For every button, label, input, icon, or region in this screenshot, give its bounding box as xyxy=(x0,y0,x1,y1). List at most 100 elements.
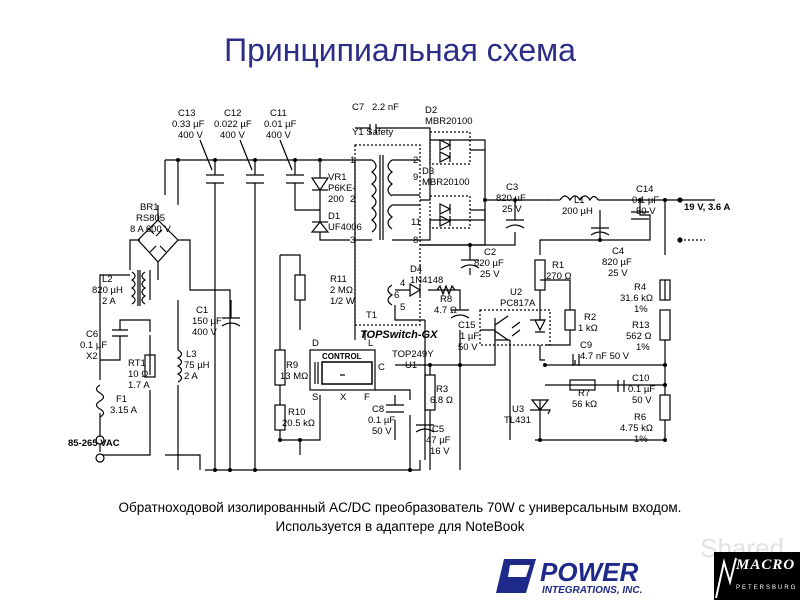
t1-pin-label: 4 xyxy=(400,278,405,289)
power-logo-word: POWER xyxy=(540,557,638,587)
label-u1-value: TOP249Y xyxy=(392,349,434,360)
thermistor-rt1 xyxy=(144,354,156,378)
label-c8-rating: 50 V xyxy=(372,426,392,437)
label-c4-rating: 25 V xyxy=(608,268,628,279)
label-c14-value: 0.1 µF xyxy=(632,195,659,206)
label-c12-rating: 400 V xyxy=(220,130,245,141)
label-c10-ref: C10 xyxy=(632,373,649,384)
capacitors-c14-c4 xyxy=(590,211,649,236)
label-r13-value: 562 Ω xyxy=(626,331,652,342)
label-c10-rating: 50 V xyxy=(632,395,652,406)
label-u3-ref: U3 xyxy=(512,404,524,415)
label-c7-value: 2.2 nF xyxy=(372,102,399,113)
label-c4-value: 820 µF xyxy=(602,257,632,268)
label-vr1-value2: 200 xyxy=(328,194,344,205)
label-c2-value: 820 µF xyxy=(474,258,504,269)
transformer-t1 xyxy=(354,144,421,326)
pin-d: D xyxy=(312,338,319,349)
power-logo-sub: INTEGRATIONS, INC. xyxy=(542,585,642,596)
label-r7-ref: R7 xyxy=(578,388,590,399)
junction-dots xyxy=(176,158,667,472)
resistor-r2 xyxy=(564,309,576,331)
capacitor-c9 xyxy=(572,354,580,366)
label-c11-rating: 400 V xyxy=(266,130,291,141)
label-rt1-rating: 1.7 A xyxy=(128,380,150,391)
pin-x: X xyxy=(340,392,347,403)
label-c5-value: 47 µF xyxy=(426,435,451,446)
label-d1-ref: D1 xyxy=(328,211,340,222)
optocoupler-u2 xyxy=(479,309,551,346)
t1-pin-label: 1 xyxy=(350,155,355,166)
label-c2-ref: C2 xyxy=(484,247,496,258)
resistor-r1 xyxy=(534,259,546,291)
label-r8-value: 4.7 Ω xyxy=(434,305,457,316)
diodes-d2-d3 xyxy=(429,131,471,229)
resistor-r7 xyxy=(569,379,596,391)
label-r4-ref: R4 xyxy=(634,282,646,293)
fuse-f1 xyxy=(95,384,105,418)
label-c12-value: 0.022 µF xyxy=(214,119,252,130)
label-l2-ref: L2 xyxy=(102,274,113,285)
label-c14-ref: C14 xyxy=(636,184,653,195)
label-c9-ref: C9 xyxy=(580,340,592,351)
label-r2-ref: R2 xyxy=(584,312,596,323)
label-c5-rating: 16 V xyxy=(430,446,450,457)
resistor-r10 xyxy=(274,404,286,431)
label-d4-ref: D4 xyxy=(410,264,422,275)
aux-rectifier xyxy=(409,282,470,319)
t1-pin-label: 9 xyxy=(413,172,418,183)
label-r2-value: 1 kΩ xyxy=(578,323,598,334)
label-r9-value: 13 MΩ xyxy=(280,371,308,382)
capacitors-c2-c3 xyxy=(460,219,525,275)
inductor-l2 xyxy=(130,270,147,306)
capacitors-c13-c12-c11 xyxy=(199,139,304,184)
resistor-r13 xyxy=(659,309,671,341)
label-d3-ref: D3 xyxy=(422,166,434,177)
t1-pin-label: 2 xyxy=(350,194,355,205)
label-input: 85-265 VAC xyxy=(68,438,120,449)
label-u3-value: TL431 xyxy=(504,415,531,426)
t1-pin-label: 8 xyxy=(413,235,418,246)
pin-s: S xyxy=(312,392,318,403)
label-t1-ref: T1 xyxy=(366,310,377,321)
input-terminal-2 xyxy=(95,453,105,463)
label-c6-ref: C6 xyxy=(86,329,98,340)
label-topswitch: TOPSwitch-GX xyxy=(360,329,438,341)
label-vr1-ref: VR1 xyxy=(328,172,346,183)
macro-logo-word: MACRO xyxy=(736,557,796,573)
label-r11-rating: 1/2 W xyxy=(330,296,355,307)
label-r6-ref: R6 xyxy=(634,412,646,423)
label-d2-ref: D2 xyxy=(425,105,437,116)
label-d1-value: UF4006 xyxy=(328,222,362,233)
label-c4-ref: C4 xyxy=(612,246,624,257)
label-r4-rating: 1% xyxy=(634,304,648,315)
label-c3-value: 820 µF xyxy=(496,193,526,204)
label-l3-value: 75 µH xyxy=(184,360,210,371)
label-c15-rating: 50 V xyxy=(458,342,478,353)
label-c9-value: 4.7 nF 50 V xyxy=(580,351,630,362)
label-r1-ref: R1 xyxy=(552,260,564,271)
label-c7-note: Y1 Safety xyxy=(352,127,393,138)
resistor-r6 xyxy=(659,394,671,421)
capacitor-c10 xyxy=(617,380,625,392)
label-c15-ref: C15 xyxy=(458,320,475,331)
label-c5-ref: C5 xyxy=(432,424,444,435)
t1-pin-label: 5 xyxy=(400,302,405,313)
label-r4-value: 31.6 kΩ xyxy=(620,293,653,304)
label-r6-rating: 1% xyxy=(634,434,648,445)
label-c11-ref: C11 xyxy=(270,108,287,119)
label-control: CONTROL xyxy=(322,352,362,361)
caption: Обратноходовой изолированный AC/DC преоб… xyxy=(0,498,800,536)
resistor-r11 xyxy=(294,274,306,301)
label-c8-ref: C8 xyxy=(372,404,384,415)
label-r8-ref: R8 xyxy=(440,294,452,305)
label-br1-rating: 8 A 600 V xyxy=(130,224,171,235)
label-c13-value: 0.33 µF xyxy=(172,119,205,130)
label-output: 19 V, 3.6 A xyxy=(684,202,730,213)
power-integrations-logo: POWER INTEGRATIONS, INC. xyxy=(496,557,642,596)
label-r13-ref: R13 xyxy=(632,320,649,331)
label-br1-value: RS805 xyxy=(136,213,165,224)
label-l1-value: 200 µH xyxy=(562,206,593,217)
label-r3-value: 6.8 Ω xyxy=(430,395,453,406)
label-r10-ref: R10 xyxy=(288,407,305,418)
